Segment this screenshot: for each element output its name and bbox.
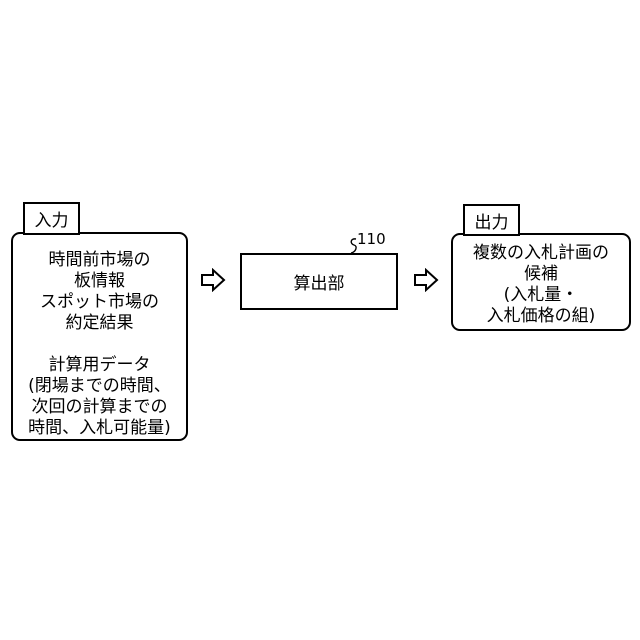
- input-spacer: [13, 334, 186, 355]
- input-box: 時間前市場の 板情報 スポット市場の 約定結果 計算用データ (閉場までの時間、…: [11, 232, 188, 441]
- output-tag: 出力: [463, 204, 520, 236]
- output-line: 入札価格の組): [453, 306, 629, 327]
- input-line: 約定結果: [13, 313, 186, 334]
- input-line: 計算用データ: [13, 355, 186, 376]
- reference-number: 110: [357, 230, 386, 248]
- arrow-right-icon: [413, 268, 439, 292]
- process-label: 算出部: [294, 269, 345, 294]
- input-line: (閉場までの時間、: [13, 376, 186, 397]
- input-line: 板情報: [13, 271, 186, 292]
- output-text: 複数の入札計画の 候補 (入札量・ 入札価格の組): [453, 243, 629, 327]
- output-line: 複数の入札計画の: [453, 243, 629, 264]
- output-line: (入札量・: [453, 285, 629, 306]
- input-text: 時間前市場の 板情報 スポット市場の 約定結果 計算用データ (閉場までの時間、…: [13, 250, 186, 439]
- input-line: 時間、入札可能量): [13, 418, 186, 439]
- process-box: 算出部: [240, 253, 398, 310]
- input-tag: 入力: [23, 202, 80, 235]
- input-line: 時間前市場の: [13, 250, 186, 271]
- output-line: 候補: [453, 264, 629, 285]
- output-box: 複数の入札計画の 候補 (入札量・ 入札価格の組): [451, 233, 631, 331]
- arrow-right-icon: [200, 268, 226, 292]
- input-line: スポット市場の: [13, 292, 186, 313]
- input-line: 次回の計算までの: [13, 397, 186, 418]
